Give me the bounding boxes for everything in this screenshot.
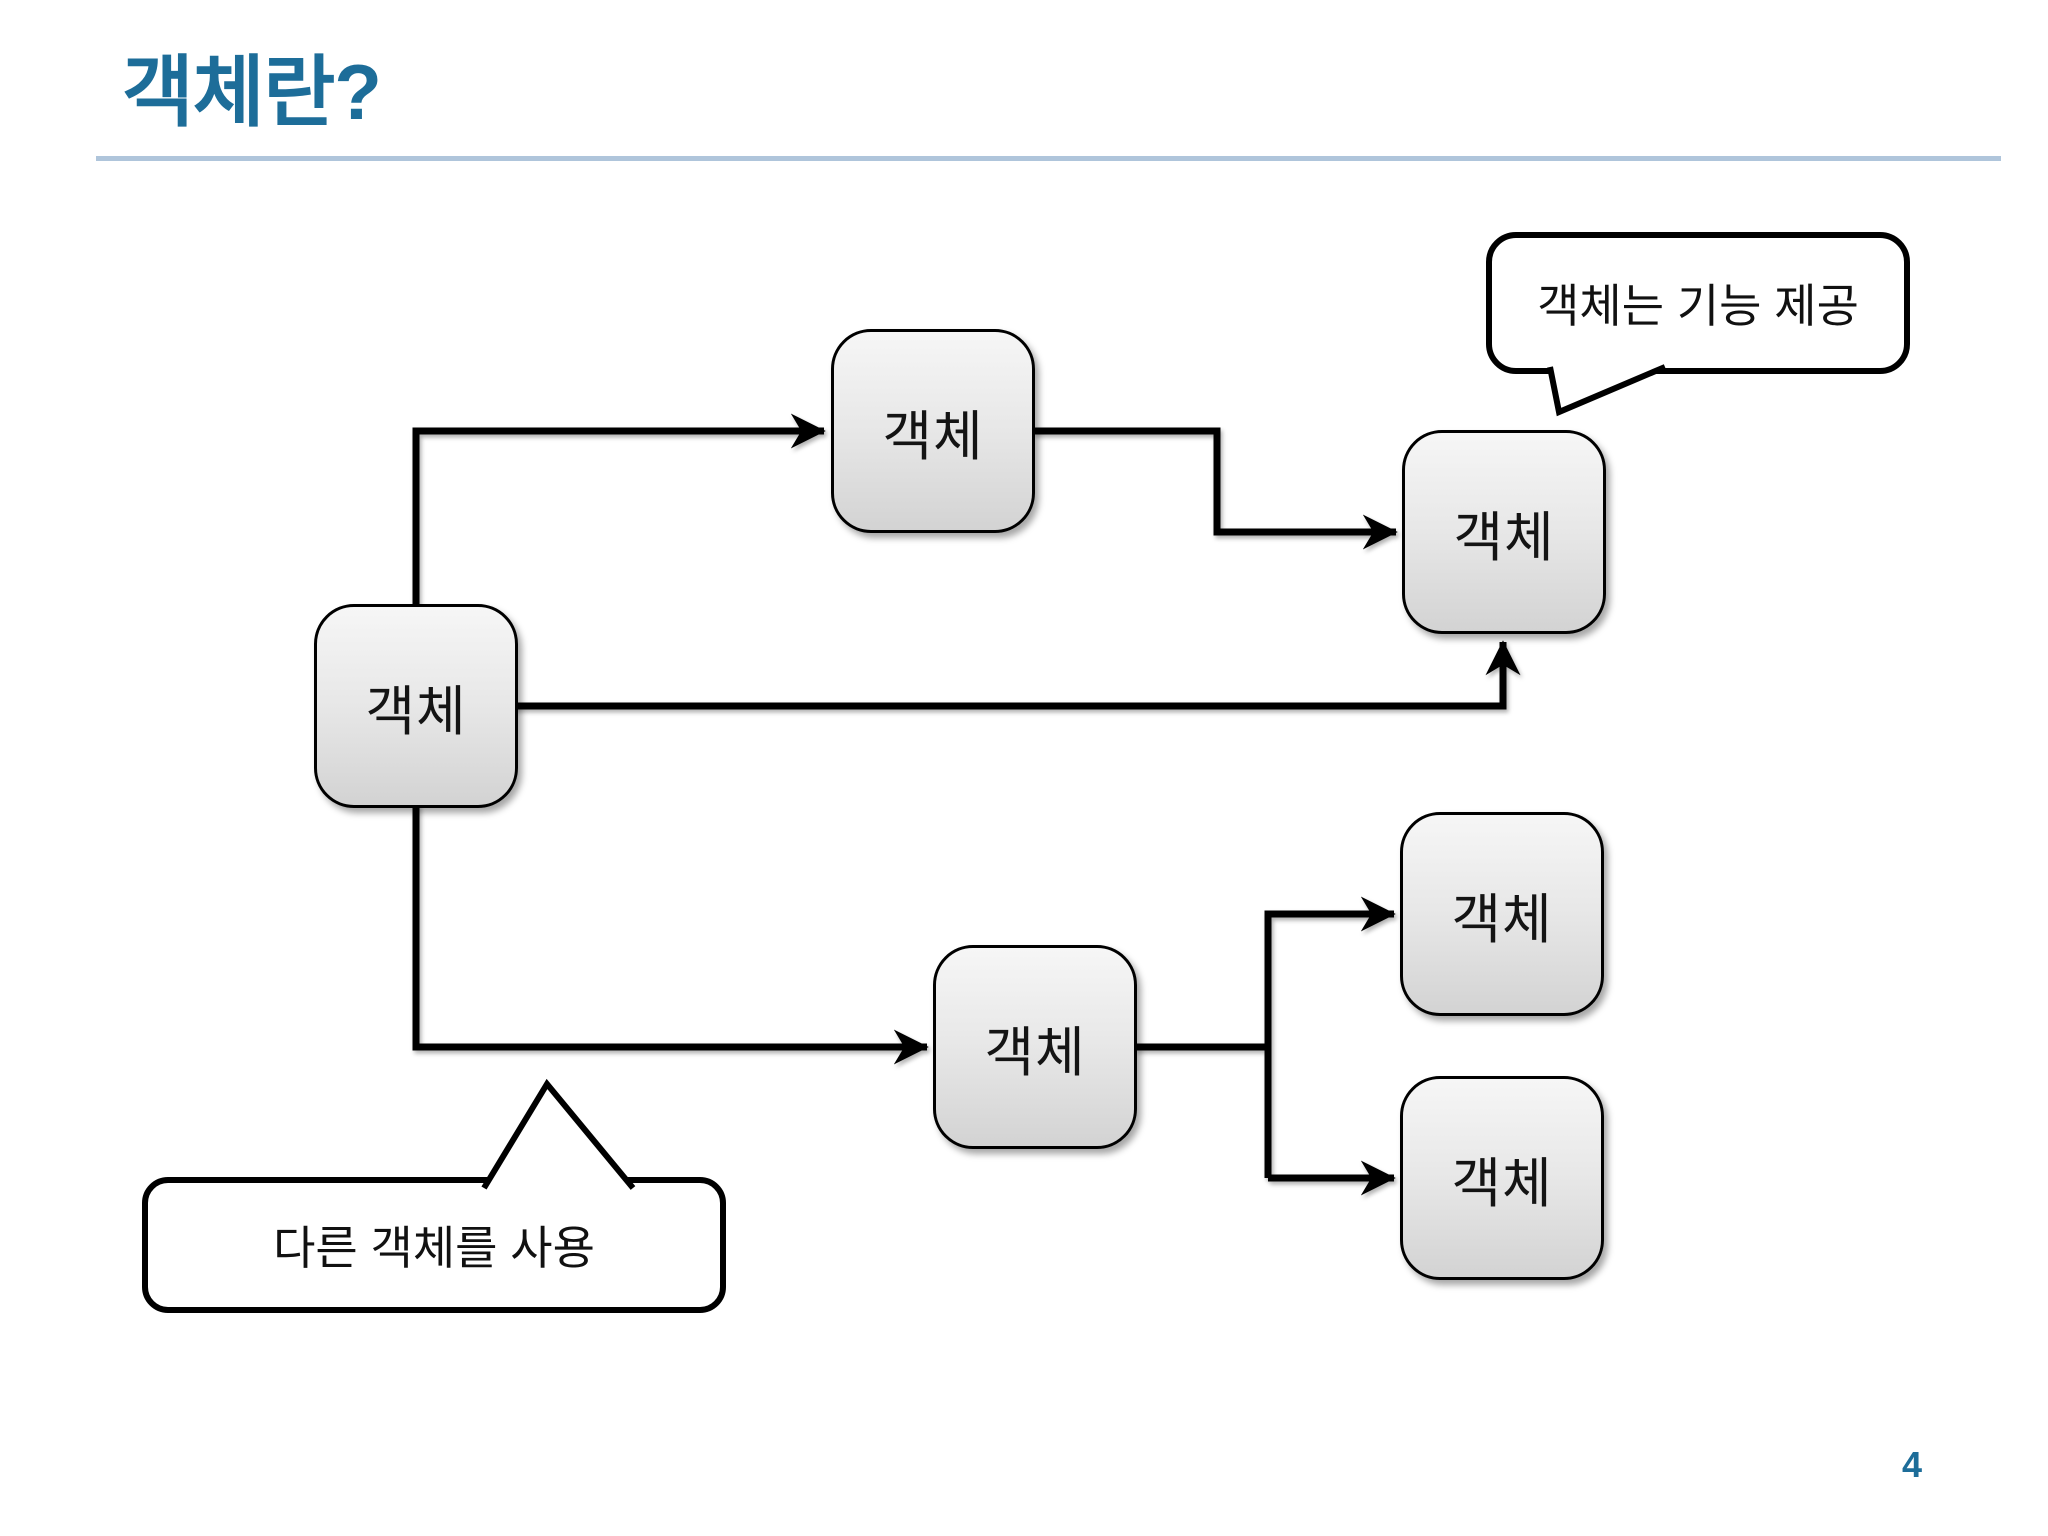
object-box-label: 객체	[882, 406, 984, 467]
object-box-top-middle: 객체	[831, 329, 1035, 533]
callout-uses-other-objects-text: 다른 객체를 사용	[273, 1222, 595, 1274]
object-box-label: 객체	[1453, 507, 1555, 568]
connector-left-to-bottom-middle	[412, 804, 929, 1065]
connector-left-to-top-right	[510, 640, 1521, 710]
title-underline	[96, 156, 2001, 161]
object-box-label: 객체	[984, 1022, 1086, 1083]
object-box-right-lower: 객체	[1400, 1076, 1604, 1280]
object-box-bottom-middle: 객체	[933, 945, 1137, 1149]
object-box-right-upper: 객체	[1400, 812, 1604, 1016]
object-box-label: 객체	[365, 681, 467, 742]
page-number: 4	[1902, 1444, 1923, 1485]
object-box-label: 객체	[1451, 889, 1553, 950]
callout-uses-other-objects: 다른 객체를 사용	[142, 1177, 726, 1313]
callout-provides-function: 객체는 기능 제공	[1486, 232, 1910, 374]
callout-provides-function-text: 객체는 기능 제공	[1537, 280, 1859, 332]
object-box-label: 객체	[1451, 1153, 1553, 1214]
connector-branch-to-right-upper	[1264, 896, 1396, 1178]
connector-top-middle-to-top-right	[1033, 427, 1398, 550]
connector-left-to-top-middle	[412, 413, 826, 610]
object-box-top-right: 객체	[1402, 430, 1606, 634]
object-box-left: 객체	[314, 604, 518, 808]
page-title: 객체란?	[122, 48, 382, 136]
